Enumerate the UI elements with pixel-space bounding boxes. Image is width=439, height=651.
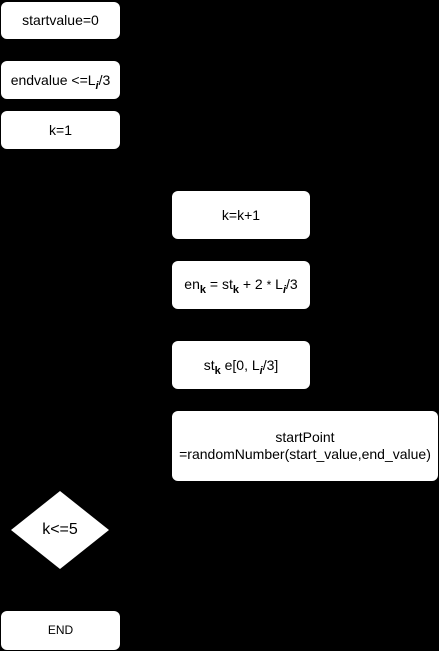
en-L: L	[271, 276, 283, 292]
en-base-sub: k	[199, 284, 206, 296]
en-mid-sub: k	[232, 284, 239, 296]
k-init-node: k=1	[1, 111, 120, 149]
en-formula-label: enk = stk + 2 * Li/3	[184, 276, 298, 296]
st-base: st	[203, 356, 215, 373]
st-tail: /3]	[262, 356, 279, 373]
en-tail: /3	[286, 276, 298, 292]
en-multiply-op: *	[266, 278, 272, 292]
start-point-line2: =randomNumber(start_value,end_value)	[179, 446, 431, 462]
start-point-node: startPoint =randomNumber(start_value,end…	[172, 411, 438, 481]
decision-label: k<=5	[42, 521, 78, 538]
end-value-suffix: /3	[98, 71, 111, 88]
en-after: + 2	[238, 276, 267, 292]
end-label: END	[47, 623, 74, 637]
en-L-sub: i	[282, 284, 287, 296]
st-mid: e[0, L	[220, 356, 260, 373]
end-value-prefix: endvalue <=L	[10, 71, 96, 88]
decision-label-container: k<=5	[11, 491, 109, 569]
start-value-node: startvalue=0	[1, 2, 120, 39]
start-point-line1: startPoint	[275, 429, 335, 445]
st-range-node: stk e[0, Li/3]	[172, 341, 310, 389]
end-node: END	[1, 611, 120, 650]
start-value-label: startvalue=0	[22, 12, 99, 28]
st-mid-sub: i	[259, 364, 263, 377]
end-value-node: endvalue <=Li/3	[1, 61, 120, 99]
k-increment-label: k=k+1	[221, 206, 261, 223]
st-base-sub: k	[214, 364, 221, 377]
decision-shape	[11, 491, 109, 569]
en-base: en	[184, 276, 200, 292]
k-init-label: k=1	[49, 121, 72, 138]
en-mid: = st	[205, 276, 233, 292]
k-increment-node: k=k+1	[172, 191, 310, 239]
end-value-subscript: i	[95, 79, 99, 92]
start-point-label: startPoint =randomNumber(start_value,end…	[179, 429, 431, 463]
st-range-label: stk e[0, Li/3]	[203, 356, 279, 377]
en-formula-node: enk = stk + 2 * Li/3	[172, 261, 310, 309]
decision-diamond	[11, 491, 109, 569]
end-value-label: endvalue <=Li/3	[10, 71, 111, 92]
